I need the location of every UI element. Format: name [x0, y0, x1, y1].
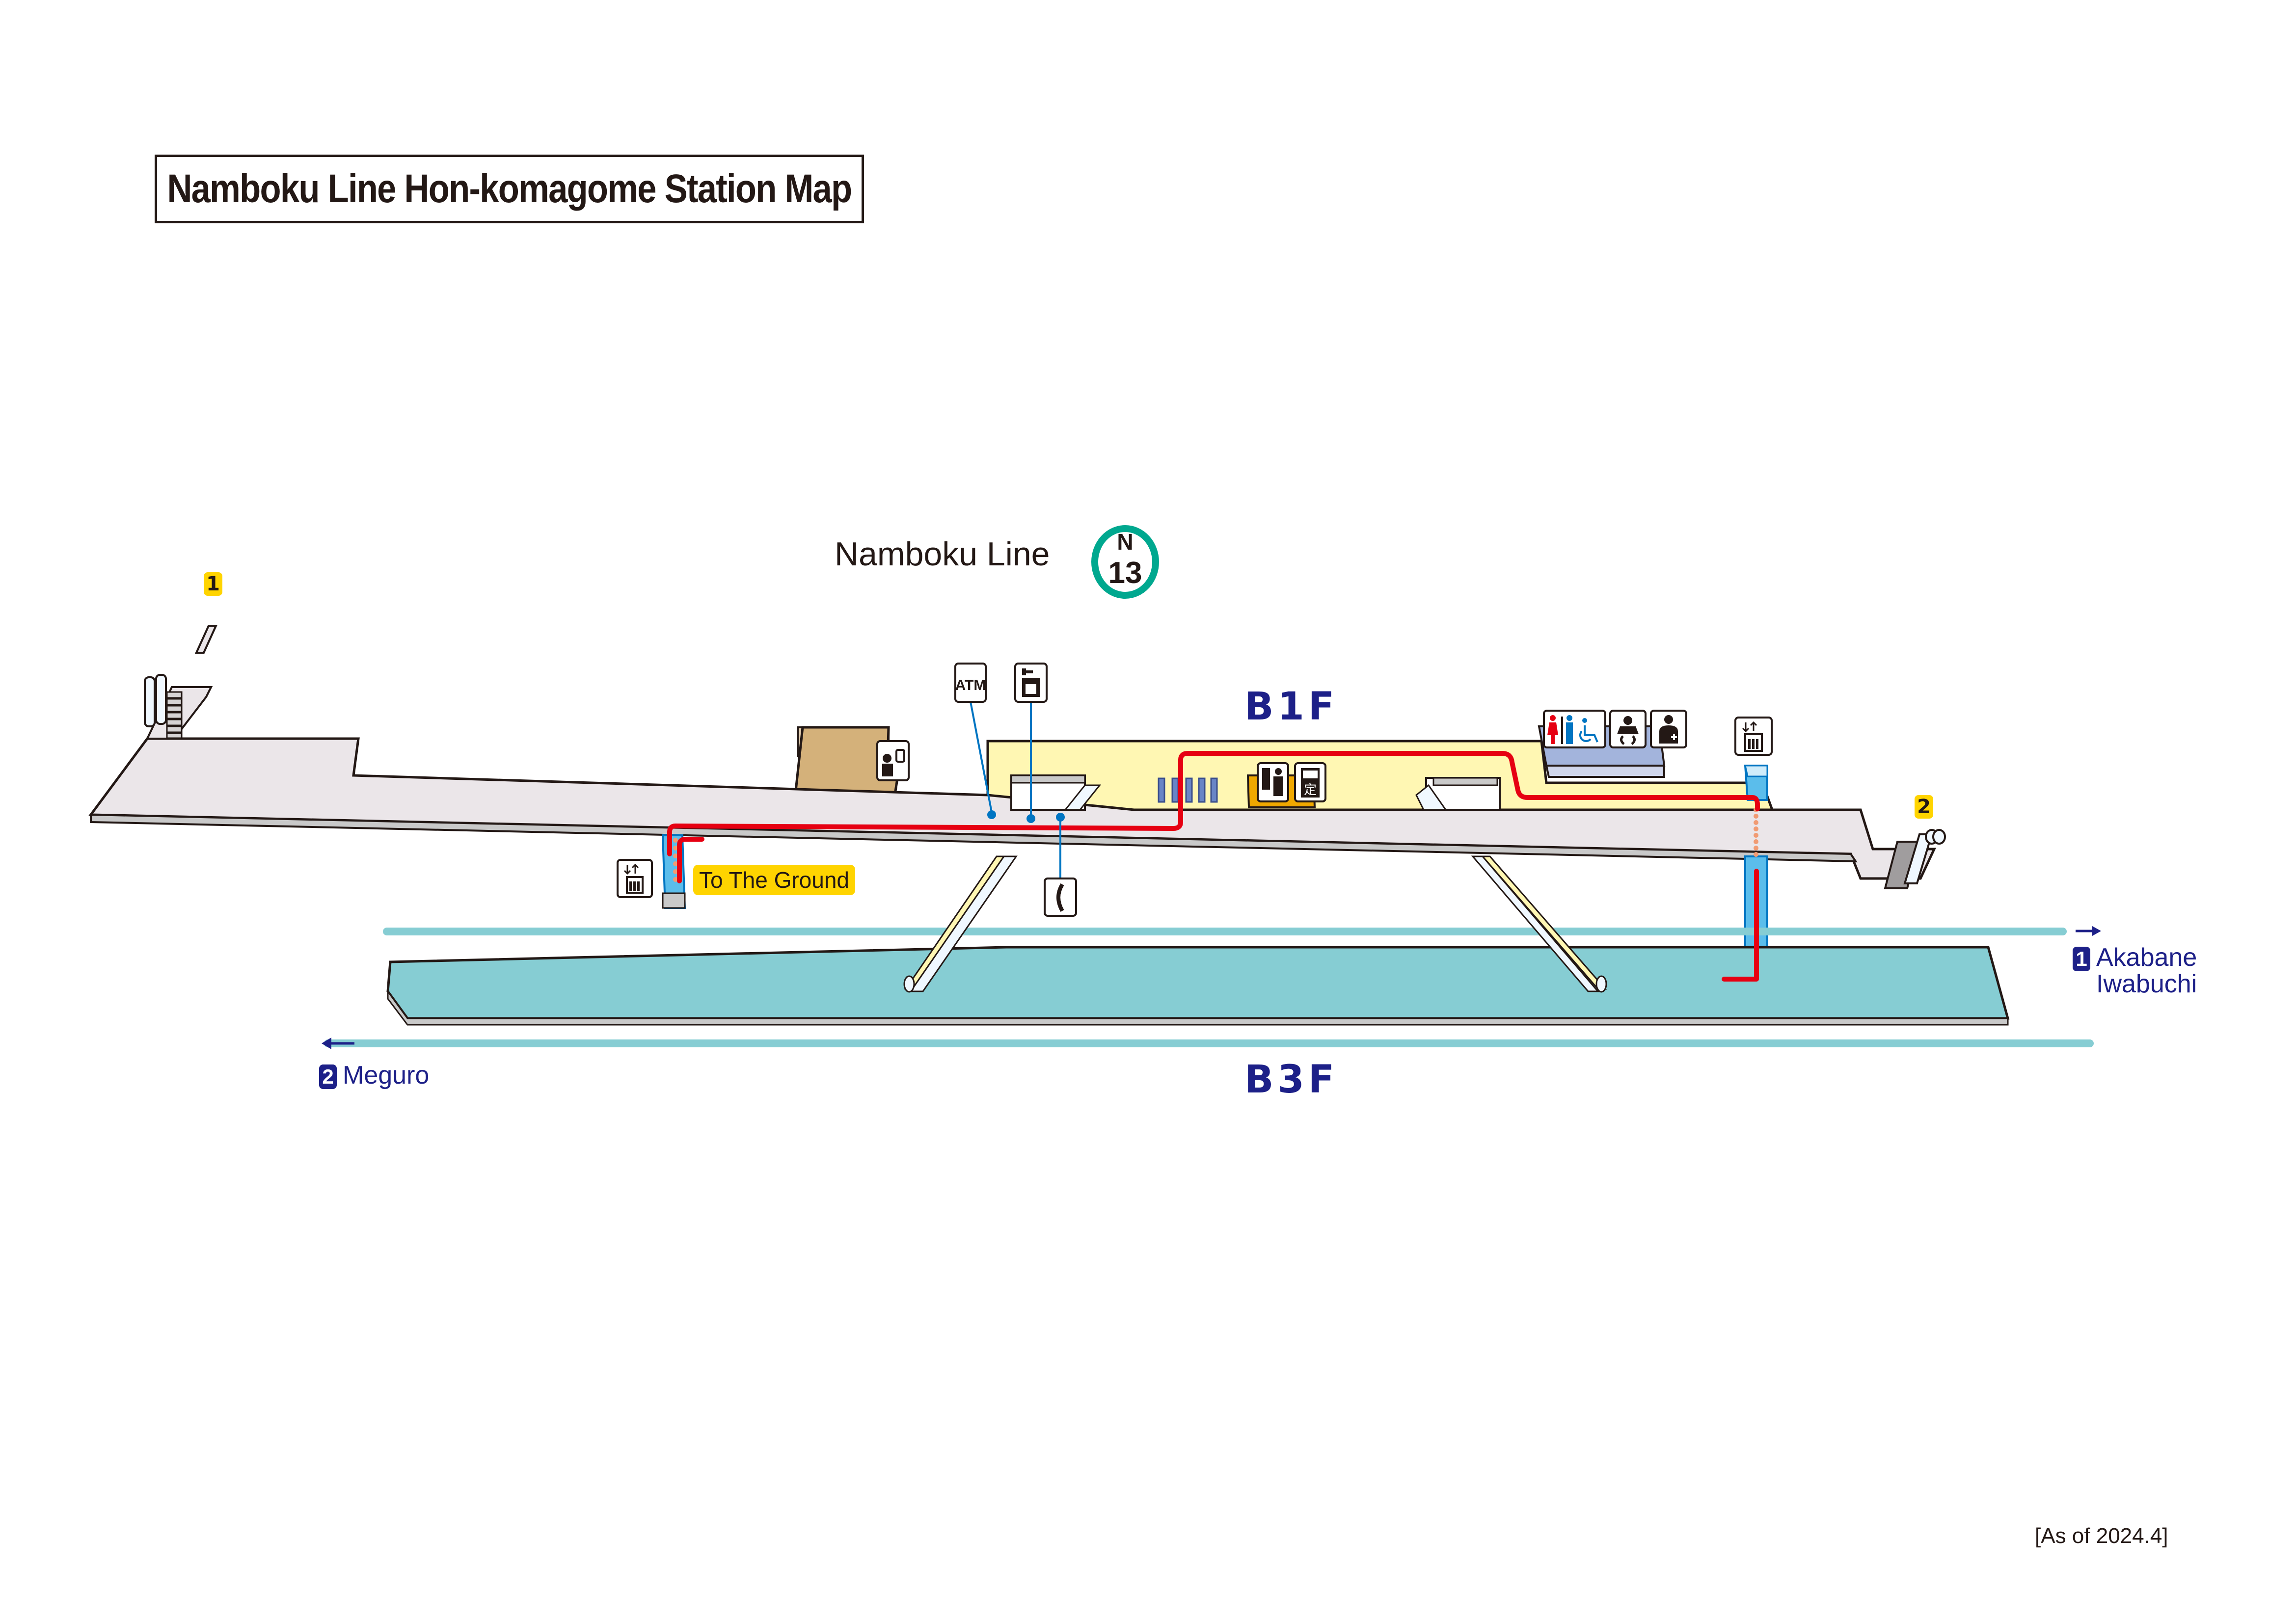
floor-label-b3f: B3F: [1244, 1058, 1339, 1102]
page-title: Namboku Line Hon-komagome Station Map: [167, 166, 853, 211]
telephone-icon[interactable]: [1044, 878, 1077, 917]
line-name: Namboku Line: [835, 535, 1050, 573]
escalator-opening-left: [1010, 774, 1102, 811]
fare-adjustment-icon[interactable]: [1257, 762, 1289, 802]
floor-label-b1f: B1F: [1244, 685, 1339, 729]
accessible-route: [667, 751, 1760, 982]
track-2: [324, 1039, 2094, 1047]
as-of-date: [As of 2024.4]: [2035, 1524, 2168, 1548]
baby-changing-icon[interactable]: [1609, 710, 1647, 748]
platform-edge: [387, 989, 2009, 1026]
destination-meguro: Meguro: [343, 1061, 430, 1090]
exit-2-stairs: [1884, 829, 1946, 889]
station-office-icon[interactable]: [876, 740, 910, 781]
exit-2-badge[interactable]: 2: [1915, 795, 1933, 819]
atm-label: ATM: [955, 677, 986, 693]
track-2-number-badge: 2: [319, 1064, 337, 1090]
station-code-letter: N: [1117, 529, 1133, 555]
elevator-icon-ground[interactable]: [617, 859, 653, 898]
track-1-number-badge: 1: [2073, 947, 2090, 972]
station-code-number: 13: [1108, 556, 1142, 590]
track-1: [383, 928, 2067, 935]
stairs-east: [1471, 855, 1607, 993]
ticket-gates: [1158, 777, 1218, 803]
coin-locker-icon[interactable]: [1014, 663, 1048, 703]
exit-1-stairs: [144, 625, 218, 740]
arrow-left-icon: [322, 1038, 354, 1049]
destination-iwabuchi: Iwabuchi: [2096, 970, 2197, 999]
atm-icon[interactable]: ATM: [954, 663, 987, 703]
first-aid-icon[interactable]: [1650, 710, 1687, 748]
commuter-pass-label: 定: [1304, 783, 1317, 798]
title-box: Namboku Line Hon-komagome Station Map: [155, 155, 864, 223]
platform: [386, 946, 2010, 1020]
escalator-opening-right: [1415, 777, 1501, 811]
station-number-badge: N 13: [1091, 525, 1159, 599]
arrow-right-icon: [2076, 926, 2101, 936]
leader-lines: [970, 701, 1065, 878]
exit-1-badge[interactable]: 1: [204, 572, 222, 596]
restroom-icon[interactable]: [1543, 710, 1606, 748]
commuter-pass-icon[interactable]: 定: [1294, 762, 1326, 802]
elevator-icon[interactable]: [1734, 717, 1773, 756]
destination-akabane: Akabane: [2096, 943, 2197, 972]
to-the-ground-label: To The Ground: [693, 865, 856, 895]
stairs-west: [903, 855, 1018, 993]
concourse-edge: [90, 813, 1858, 863]
